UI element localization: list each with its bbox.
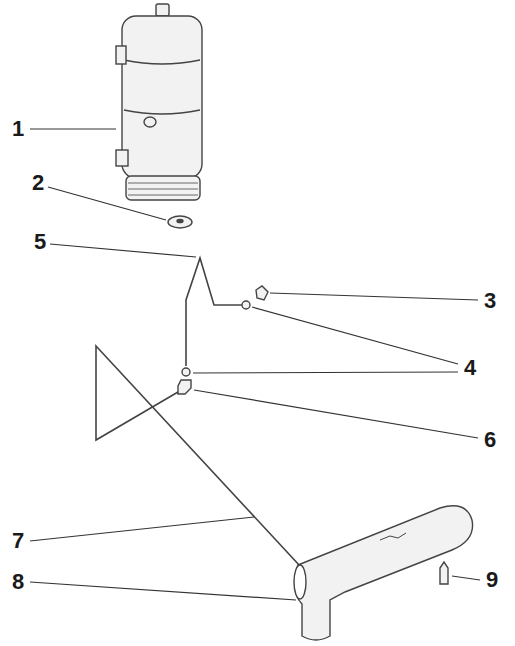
pipe (96, 346, 300, 566)
nut (182, 368, 190, 376)
callout-number: 1 (12, 118, 24, 140)
leader-line (193, 372, 458, 373)
fitting (440, 562, 448, 584)
washer-hole (177, 219, 183, 222)
leader-line (30, 128, 116, 129)
leader-line (50, 244, 196, 257)
base-ridges (128, 183, 198, 195)
callout-number: 6 (484, 429, 496, 451)
callout-number: 8 (12, 571, 24, 593)
leader-line (194, 390, 478, 438)
leader-line (30, 517, 254, 541)
leader-line (270, 293, 478, 300)
cylinder-base (126, 176, 200, 200)
tee-opening (294, 565, 306, 599)
top-nipple (156, 4, 169, 16)
callout-number: 9 (486, 569, 498, 591)
leader-line (48, 187, 166, 220)
tee-fitting (295, 506, 473, 640)
washer (168, 216, 192, 228)
leader-line (30, 582, 296, 600)
bracket (116, 46, 126, 64)
callout-number: 2 (32, 172, 44, 194)
callout-number: 7 (12, 530, 24, 552)
nut (242, 301, 250, 309)
cylinder-seam (124, 60, 200, 64)
callout-number: 4 (464, 357, 476, 379)
callout-number: 3 (484, 290, 496, 312)
elbow (256, 286, 268, 300)
leader-line (452, 576, 480, 580)
cylinder-fitting (144, 117, 156, 127)
bracket (116, 150, 128, 166)
callout-number: 5 (34, 231, 46, 253)
cylinder-seam (124, 110, 200, 114)
tee-marking (380, 533, 406, 540)
elbow (178, 380, 191, 394)
cylinder-body (122, 16, 202, 178)
leader-line (252, 307, 458, 364)
pipe (186, 258, 242, 366)
leader-lines (30, 129, 480, 600)
